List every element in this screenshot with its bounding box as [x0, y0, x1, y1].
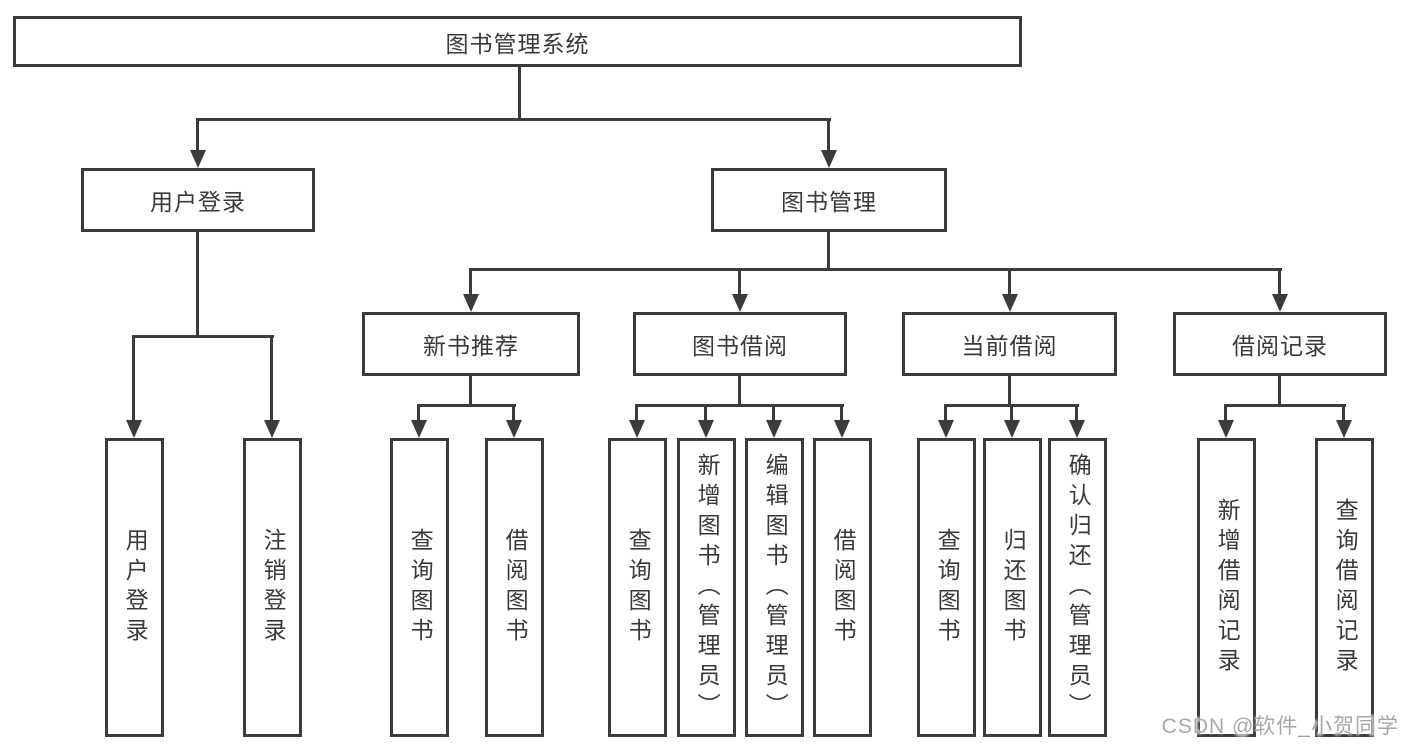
connector-arrow-down — [1272, 294, 1288, 312]
leaf-borrowing-borrow-books-label: 借阅图书 — [830, 527, 857, 648]
leaf-user-login: 用户登录 — [105, 438, 164, 737]
connector-arrow-down — [1002, 294, 1018, 312]
connector-arrow-down — [629, 420, 645, 438]
connector-line — [827, 232, 830, 271]
leaf-add-book-admin-label: 新增图书（管理员） — [694, 452, 721, 723]
connector-line — [1278, 375, 1281, 407]
csdn-watermark: CSDN @软件_小贺同学 — [1161, 715, 1399, 738]
connector-line — [469, 268, 1282, 271]
leaf-return-books-label: 归还图书 — [1000, 527, 1027, 648]
node-current-borrowing: 当前借阅 — [902, 312, 1117, 376]
connector-line — [827, 118, 830, 152]
connector-line — [772, 404, 775, 422]
node-root-label: 图书管理系统 — [445, 30, 590, 57]
connector-line — [738, 268, 741, 296]
connector-arrow-down — [766, 420, 782, 438]
leaf-confirm-return-admin: 确认归还（管理员） — [1048, 438, 1107, 737]
connector-arrow-down — [821, 150, 837, 168]
connector-arrow-down — [126, 420, 142, 438]
connector-line — [132, 335, 135, 422]
connector-line — [1075, 404, 1078, 422]
connector-line — [196, 118, 831, 121]
leaf-recommend-borrow-books-label: 借阅图书 — [502, 527, 529, 648]
leaf-add-book-admin: 新增图书（管理员） — [677, 438, 736, 737]
connector-arrow-down — [698, 420, 714, 438]
connector-line — [132, 335, 274, 338]
connector-line — [635, 404, 638, 422]
connector-line — [1010, 404, 1013, 422]
connector-arrow-down — [264, 420, 280, 438]
connector-line — [1224, 404, 1346, 407]
leaf-edit-book-admin: 编辑图书（管理员） — [745, 438, 804, 737]
leaf-return-books: 归还图书 — [983, 438, 1042, 737]
connector-line — [1278, 268, 1281, 296]
node-user-login: 用户登录 — [81, 168, 315, 232]
node-new-book-recommend: 新书推荐 — [362, 312, 580, 376]
connector-line — [635, 404, 844, 407]
leaf-confirm-return-admin-label: 确认归还（管理员） — [1065, 452, 1092, 723]
connector-line — [196, 118, 199, 152]
node-book-borrowing: 图书借阅 — [633, 312, 847, 376]
connector-arrow-down — [463, 294, 479, 312]
node-book-management-label: 图书管理 — [781, 189, 877, 215]
node-book-borrowing-label: 图书借阅 — [692, 333, 788, 359]
leaf-query-borrow-record: 查询借阅记录 — [1315, 438, 1374, 737]
leaf-add-borrow-record: 新增借阅记录 — [1197, 438, 1256, 737]
connector-line — [518, 66, 521, 121]
node-current-borrowing-label: 当前借阅 — [961, 333, 1058, 359]
node-borrow-records: 借阅记录 — [1173, 312, 1387, 376]
leaf-recommend-borrow-books: 借阅图书 — [485, 438, 544, 737]
connector-line — [1008, 268, 1011, 296]
connector-line — [1008, 375, 1011, 407]
connector-arrow-down — [1336, 420, 1352, 438]
leaf-borrowing-borrow-books: 借阅图书 — [813, 438, 872, 737]
connector-arrow-down — [190, 150, 206, 168]
connector-arrow-down — [1069, 420, 1085, 438]
leaf-logout: 注销登录 — [243, 438, 302, 737]
connector-line — [738, 375, 741, 407]
node-new-book-recommend-label: 新书推荐 — [423, 333, 519, 359]
connector-arrow-down — [732, 294, 748, 312]
leaf-current-query-books: 查询图书 — [917, 438, 976, 737]
connector-line — [704, 404, 707, 422]
connector-line — [944, 404, 947, 422]
connector-arrow-down — [938, 420, 954, 438]
connector-line — [417, 404, 420, 422]
connector-line — [270, 335, 273, 422]
node-borrow-records-label: 借阅记录 — [1232, 333, 1328, 359]
node-book-management: 图书管理 — [711, 168, 947, 232]
connector-line — [469, 268, 472, 296]
leaf-logout-label: 注销登录 — [260, 527, 287, 648]
connector-arrow-down — [1218, 420, 1234, 438]
connector-line — [840, 404, 843, 422]
leaf-recommend-query-books-label: 查询图书 — [407, 527, 434, 648]
leaf-query-borrow-record-label: 查询借阅记录 — [1332, 497, 1359, 678]
connector-arrow-down — [411, 420, 427, 438]
leaf-recommend-query-books: 查询图书 — [390, 438, 449, 737]
connector-arrow-down — [506, 420, 522, 438]
leaf-add-borrow-record-label: 新增借阅记录 — [1214, 497, 1241, 678]
leaf-borrowing-query-books: 查询图书 — [608, 438, 667, 737]
connector-line — [196, 232, 199, 338]
leaf-edit-book-admin-label: 编辑图书（管理员） — [762, 452, 789, 723]
node-user-login-label: 用户登录 — [150, 189, 246, 215]
connector-line — [512, 404, 515, 422]
connector-line — [1342, 404, 1345, 422]
connector-arrow-down — [834, 420, 850, 438]
connector-line — [1224, 404, 1227, 422]
leaf-borrowing-query-books-label: 查询图书 — [625, 527, 652, 648]
connector-line — [417, 404, 516, 407]
leaf-user-login-label: 用户登录 — [122, 527, 149, 648]
connector-arrow-down — [1004, 420, 1020, 438]
node-root: 图书管理系统 — [13, 16, 1022, 67]
leaf-current-query-books-label: 查询图书 — [934, 527, 961, 648]
connector-line — [469, 375, 472, 407]
